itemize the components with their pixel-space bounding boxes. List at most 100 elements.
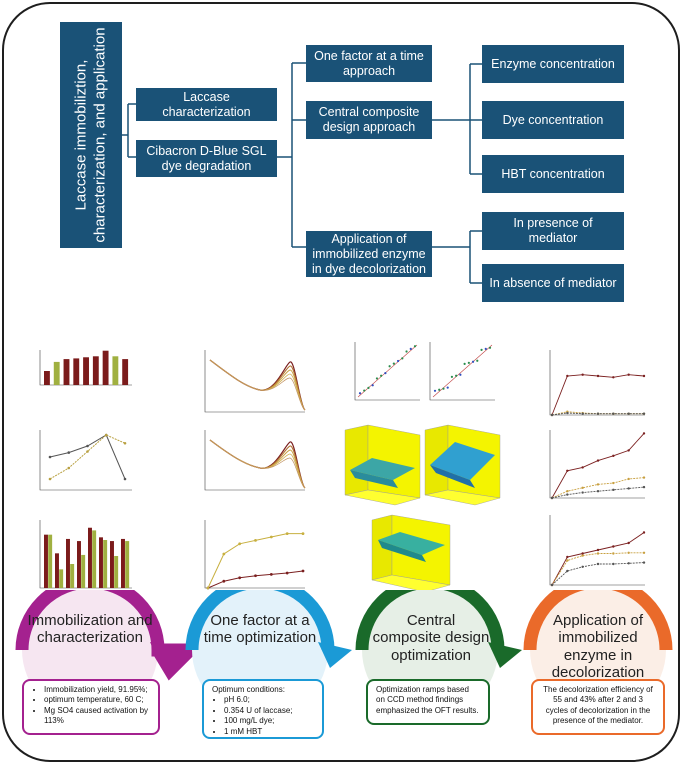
data-point — [480, 348, 483, 351]
dye-concentration-box: Dye concentration — [482, 101, 624, 139]
point — [627, 412, 630, 415]
enzyme-concentration-box: Enzyme concentration — [482, 45, 624, 83]
main-title: Laccase immobiliztion, characterization,… — [72, 27, 108, 243]
point — [67, 466, 71, 470]
series-line — [551, 374, 645, 416]
spectrum-line — [209, 439, 306, 489]
dye-degradation-label: Cibacron D-Blue SGL dye degradation — [146, 143, 267, 173]
point — [642, 412, 646, 415]
dye-degradation-box: Cibacron D-Blue SGL dye degradation — [136, 140, 277, 177]
point — [612, 376, 615, 379]
data-point — [484, 347, 487, 350]
enzyme-concentration-label: Enzyme concentration — [491, 56, 615, 71]
point — [596, 374, 600, 378]
point — [566, 374, 569, 378]
point — [285, 571, 289, 575]
point — [301, 532, 305, 535]
data-point — [392, 362, 395, 365]
point — [612, 488, 615, 492]
data-point — [384, 372, 387, 375]
ccd-approach-box: Central composite design approach — [306, 101, 432, 139]
point — [566, 493, 569, 496]
spectrum-line — [209, 359, 306, 411]
stage-1-title: Immobilization and characterization — [27, 612, 153, 647]
point — [627, 551, 630, 554]
application-label: Application of immobilized enzyme in dye… — [312, 231, 426, 276]
surface-plot-1 — [344, 424, 421, 506]
data-point — [371, 384, 374, 387]
point — [581, 552, 584, 555]
bar — [81, 554, 86, 588]
charts-area — [39, 342, 646, 593]
stage-4-arc — [523, 590, 673, 651]
with-mediator-label: In presence of mediator — [513, 216, 593, 245]
residual-scatter-charts — [357, 344, 493, 398]
point — [238, 576, 242, 580]
series-line — [207, 570, 304, 589]
stage-3-text: Optimization ramps based on CCD method f… — [376, 685, 479, 715]
bar — [66, 538, 70, 588]
point — [596, 490, 600, 493]
data-point — [401, 357, 404, 360]
bar — [99, 537, 103, 588]
cycle-bar-chart — [44, 350, 129, 385]
bar — [77, 541, 81, 588]
fit-line — [357, 344, 418, 398]
point — [627, 487, 630, 490]
stage-4-notes: The decolorization efficiency of 55 and … — [531, 679, 665, 735]
point — [581, 373, 584, 376]
point — [123, 441, 127, 445]
point — [206, 586, 210, 590]
stage-2-notes-header: Optimum conditions: — [212, 685, 285, 694]
point — [612, 552, 615, 555]
point — [123, 477, 127, 481]
laccase-characterization-label: Laccase characterization — [162, 89, 251, 119]
spectrum-line — [209, 359, 306, 411]
data-point — [367, 386, 370, 390]
point — [550, 583, 554, 587]
point — [222, 579, 226, 583]
with-mediator-box: In presence of mediator — [482, 212, 624, 250]
spectrum-line — [209, 439, 306, 489]
data-point — [375, 377, 379, 380]
data-point — [463, 362, 466, 365]
ccd-approach-label: Central composite design approach — [318, 105, 420, 134]
bar — [63, 359, 70, 385]
temperature-line-chart — [48, 433, 127, 481]
spectrum-line — [209, 359, 306, 411]
series-line — [551, 477, 645, 499]
bar — [88, 527, 92, 588]
point — [642, 561, 646, 564]
point — [48, 477, 52, 481]
bar — [110, 541, 114, 588]
point — [67, 451, 71, 454]
data-point — [363, 389, 366, 392]
data-point — [471, 360, 475, 363]
bar — [114, 556, 119, 588]
stage-4-title: Application of immobilized enzyme in dec… — [551, 612, 645, 681]
point — [581, 491, 584, 494]
metal-ion-bar-chart — [44, 527, 130, 588]
stage-1-arc — [15, 590, 206, 681]
stage-2-note: 0.354 U of laccase; — [224, 706, 314, 716]
point — [596, 548, 600, 552]
data-point — [459, 373, 462, 376]
point — [627, 477, 630, 481]
bar — [73, 358, 80, 385]
stage-2-note: 1 mM HBT — [224, 727, 314, 737]
point — [612, 454, 615, 458]
point — [596, 483, 600, 486]
stage-3-arc — [355, 590, 505, 651]
stage-2-title: One factor at a time optimization — [203, 612, 317, 647]
data-point — [380, 374, 383, 377]
point — [566, 569, 569, 573]
data-point — [467, 361, 470, 364]
bar — [44, 371, 50, 385]
surface-plot-3 — [371, 514, 451, 593]
spectrum-line — [209, 439, 306, 489]
stage-3-notes: Optimization ramps based on CCD method f… — [366, 679, 490, 725]
bar — [44, 534, 48, 588]
point — [642, 551, 646, 554]
point — [254, 539, 257, 542]
bar — [112, 356, 119, 385]
